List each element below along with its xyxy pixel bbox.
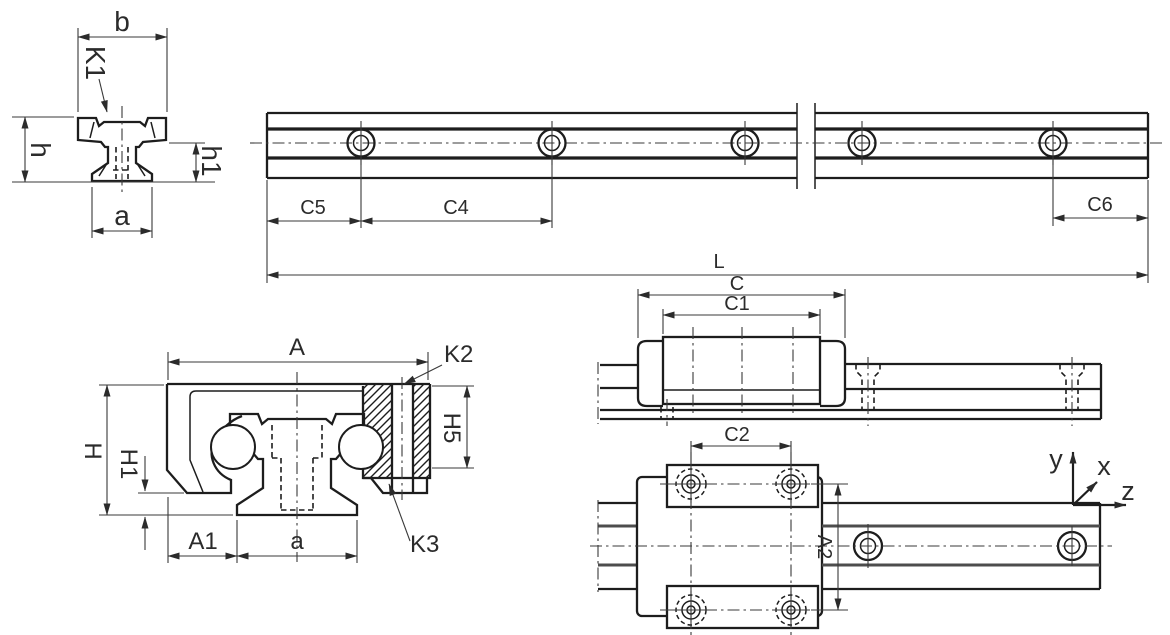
- rail-groove-edges: [267, 127, 1148, 160]
- hole-crosshair: [772, 591, 810, 629]
- k2-leader-line: [403, 364, 443, 385]
- dim-label-A: A: [289, 334, 305, 361]
- assembly-side-view: C C1: [597, 273, 1103, 426]
- rail-groove-marks: [89, 121, 156, 139]
- carriage-end-cap-right: [820, 339, 847, 408]
- rail-plan-left-stub: [598, 501, 637, 591]
- x-axis: [1072, 481, 1098, 506]
- carriage-mounting-hole: [672, 591, 710, 629]
- dim-label-H: H: [79, 442, 106, 459]
- k1-leader-line: [98, 78, 108, 113]
- rail-profile-outline: [76, 116, 168, 183]
- rail-mounting-hole: [1038, 121, 1068, 165]
- rail-profile-in-carriage: [228, 412, 366, 517]
- dim-label-a: a: [114, 200, 130, 231]
- dim-label-h5: H5: [438, 413, 465, 444]
- dim-label-c2: C2: [724, 424, 750, 446]
- carriage-mounting-hole: [772, 591, 810, 629]
- coordinate-axes: y x z: [1049, 444, 1135, 509]
- dim-label-b: b: [114, 6, 130, 37]
- bearing-ball-right: [338, 424, 384, 470]
- dim-label-h1: h1: [196, 145, 227, 176]
- rail-foot-marks: [98, 164, 146, 177]
- carriage-boss-top: [665, 463, 820, 509]
- countersunk-hole-hidden: [1059, 364, 1085, 410]
- rail-head-right: [845, 362, 1101, 391]
- rail-bolt-hole-hidden: [113, 147, 131, 179]
- carriage-body-side: [661, 335, 822, 406]
- bearing-ball-left: [210, 424, 256, 470]
- carriage-hole-centerlines: [692, 327, 794, 414]
- dim-label-k3: K3: [410, 531, 439, 558]
- k3-leader-line: [388, 483, 411, 542]
- rail-mounting-hole: [847, 121, 877, 165]
- axis-label-z: z: [1121, 476, 1135, 506]
- rail-head-left-stub: [600, 363, 638, 390]
- rail-plan-stub-grooves: [598, 524, 637, 567]
- dim-label-k2: K2: [444, 341, 473, 368]
- dim-label-c5: C5: [300, 197, 326, 219]
- dim-label-c4: C4: [443, 197, 469, 219]
- dim-label-c6: C6: [1087, 194, 1113, 216]
- rail-mounting-hole: [537, 121, 567, 165]
- rail-foot-strip: [600, 364, 1103, 421]
- carriage-mounting-hole: [672, 465, 710, 503]
- rail-counterbore-hidden: [271, 425, 323, 511]
- break-lines: [796, 103, 816, 189]
- b-extension-lines: [77, 28, 168, 112]
- hole-crosshair: [772, 465, 810, 503]
- rail-side-view: C5 C4 C6 L: [250, 103, 1162, 283]
- axis-label-y: y: [1049, 444, 1063, 474]
- carriage-end-cap-left: [636, 339, 663, 408]
- carriage-cross-section-view: A K2 H5 H H1 A1 a K3: [79, 334, 474, 563]
- assembly-plan-view: C2 A2 y x z: [590, 424, 1135, 635]
- dim-label-a: a: [290, 528, 304, 555]
- dim-label-k1: K1: [80, 46, 111, 80]
- rail-mounting-hole: [346, 121, 376, 165]
- dim-label-a2: A2: [813, 535, 835, 559]
- hidden-hole-under-carriage: [660, 407, 674, 419]
- rail-plan-right: [822, 501, 1102, 591]
- section-hatching-right: [413, 385, 430, 478]
- rail-cross-section-view: b K1 h h1 a: [12, 6, 227, 238]
- rail-mounting-hole: [730, 121, 760, 165]
- mounting-thread-walls: [390, 385, 415, 493]
- dim-label-l: L: [713, 251, 724, 273]
- dim-label-c1: C1: [724, 293, 750, 315]
- countersunk-hole-hidden: [855, 364, 881, 410]
- dim-label-H1: H1: [115, 449, 142, 480]
- hole-crosshair: [672, 465, 710, 503]
- dim-label-a1: A1: [188, 528, 217, 555]
- hole-crosshair: [672, 591, 710, 629]
- rail-top-bottom-edges: [265, 111, 1150, 180]
- dim-label-c: C: [730, 273, 744, 295]
- carriage-mounting-hole: [772, 465, 810, 503]
- dim-label-h: h: [25, 142, 56, 158]
- A-extension-lines: [167, 352, 429, 380]
- rail-extension-lines: [266, 160, 1149, 283]
- carriage-inner-left-line: [189, 390, 204, 493]
- axis-label-x: x: [1097, 451, 1111, 481]
